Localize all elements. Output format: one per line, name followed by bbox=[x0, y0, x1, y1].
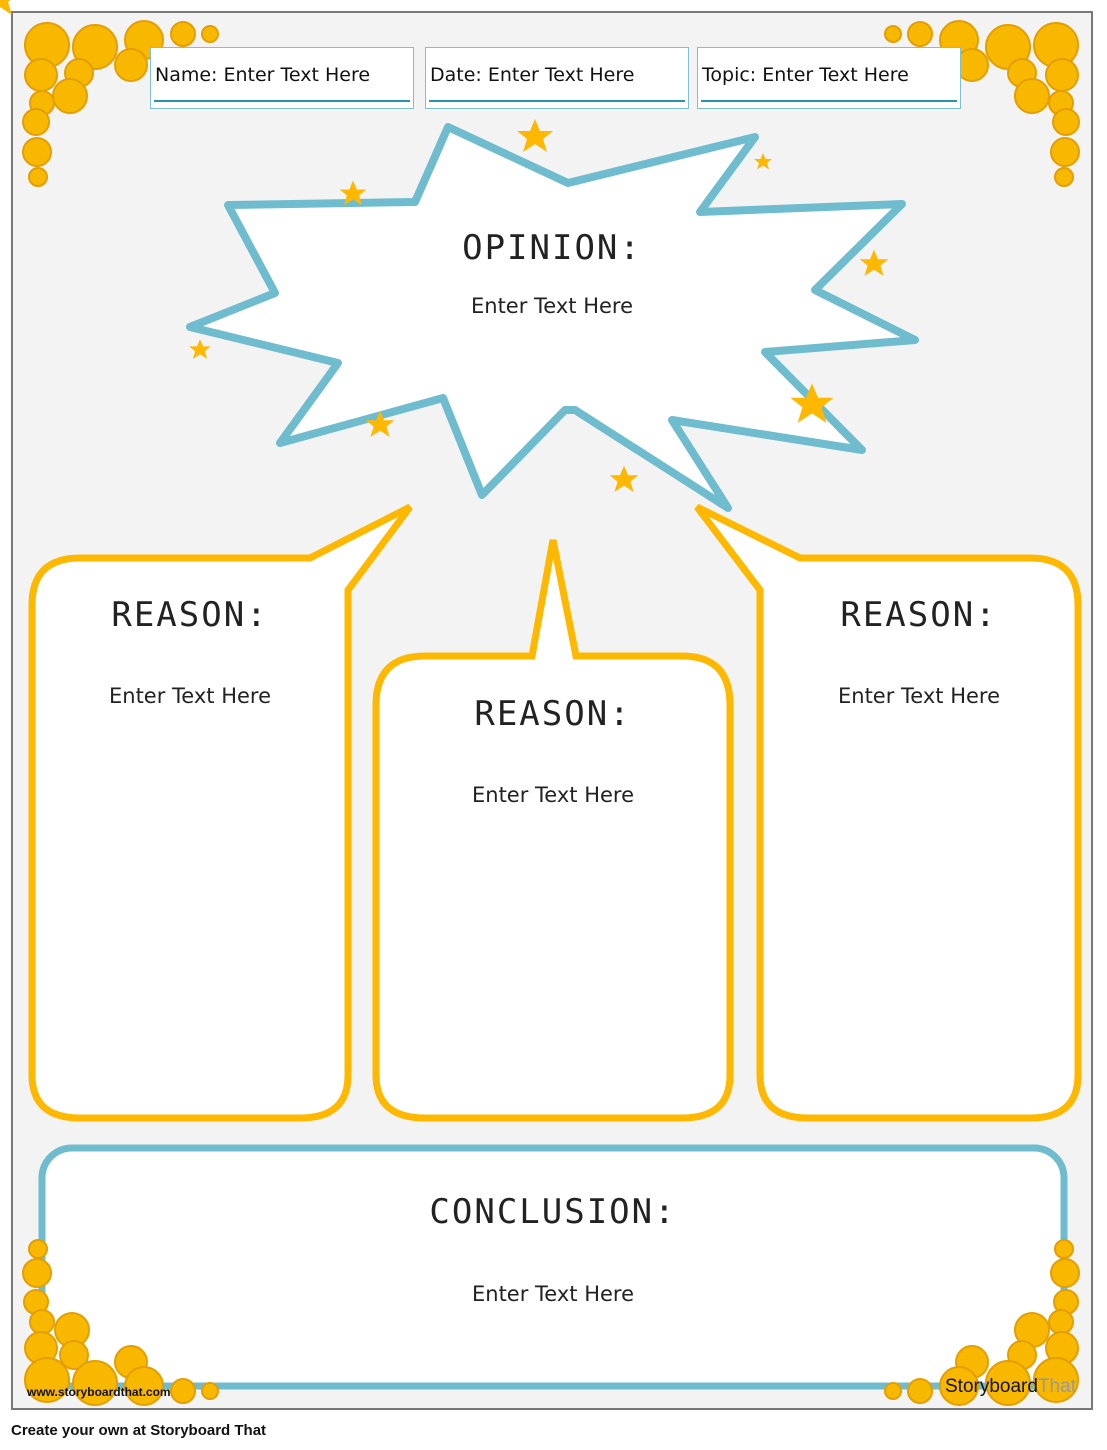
reason-bubble-right bbox=[694, 503, 1082, 1122]
footer-link[interactable]: Create your own at Storyboard That bbox=[11, 1422, 267, 1439]
date-field[interactable]: Date: Enter Text Here bbox=[425, 47, 689, 109]
reason-left-title: REASON: bbox=[111, 595, 269, 635]
reason-center-text[interactable]: Enter Text Here bbox=[472, 783, 634, 807]
name-field[interactable]: Name: Enter Text Here bbox=[150, 47, 414, 109]
watermark-logo: StoryboardThat bbox=[945, 1376, 1076, 1397]
topic-field[interactable]: Topic: Enter Text Here bbox=[697, 47, 961, 109]
star-icons bbox=[0, 0, 889, 492]
opinion-title: OPINION: bbox=[462, 228, 642, 268]
reason-bubble-center bbox=[372, 539, 734, 1122]
conclusion-box bbox=[38, 1144, 1068, 1390]
emoji-icons bbox=[22, 20, 1080, 1406]
opinion-text[interactable]: Enter Text Here bbox=[471, 294, 633, 318]
conclusion-title: CONCLUSION: bbox=[429, 1192, 677, 1232]
reason-right-text[interactable]: Enter Text Here bbox=[838, 684, 1000, 708]
reason-center-title: REASON: bbox=[474, 694, 632, 734]
reason-right-title: REASON: bbox=[840, 595, 998, 635]
opinion-starburst bbox=[186, 123, 919, 512]
conclusion-text[interactable]: Enter Text Here bbox=[472, 1282, 634, 1306]
reason-left-text[interactable]: Enter Text Here bbox=[109, 684, 271, 708]
watermark-url: www.storyboardthat.com bbox=[27, 1385, 171, 1399]
reason-bubble-left bbox=[28, 503, 413, 1122]
